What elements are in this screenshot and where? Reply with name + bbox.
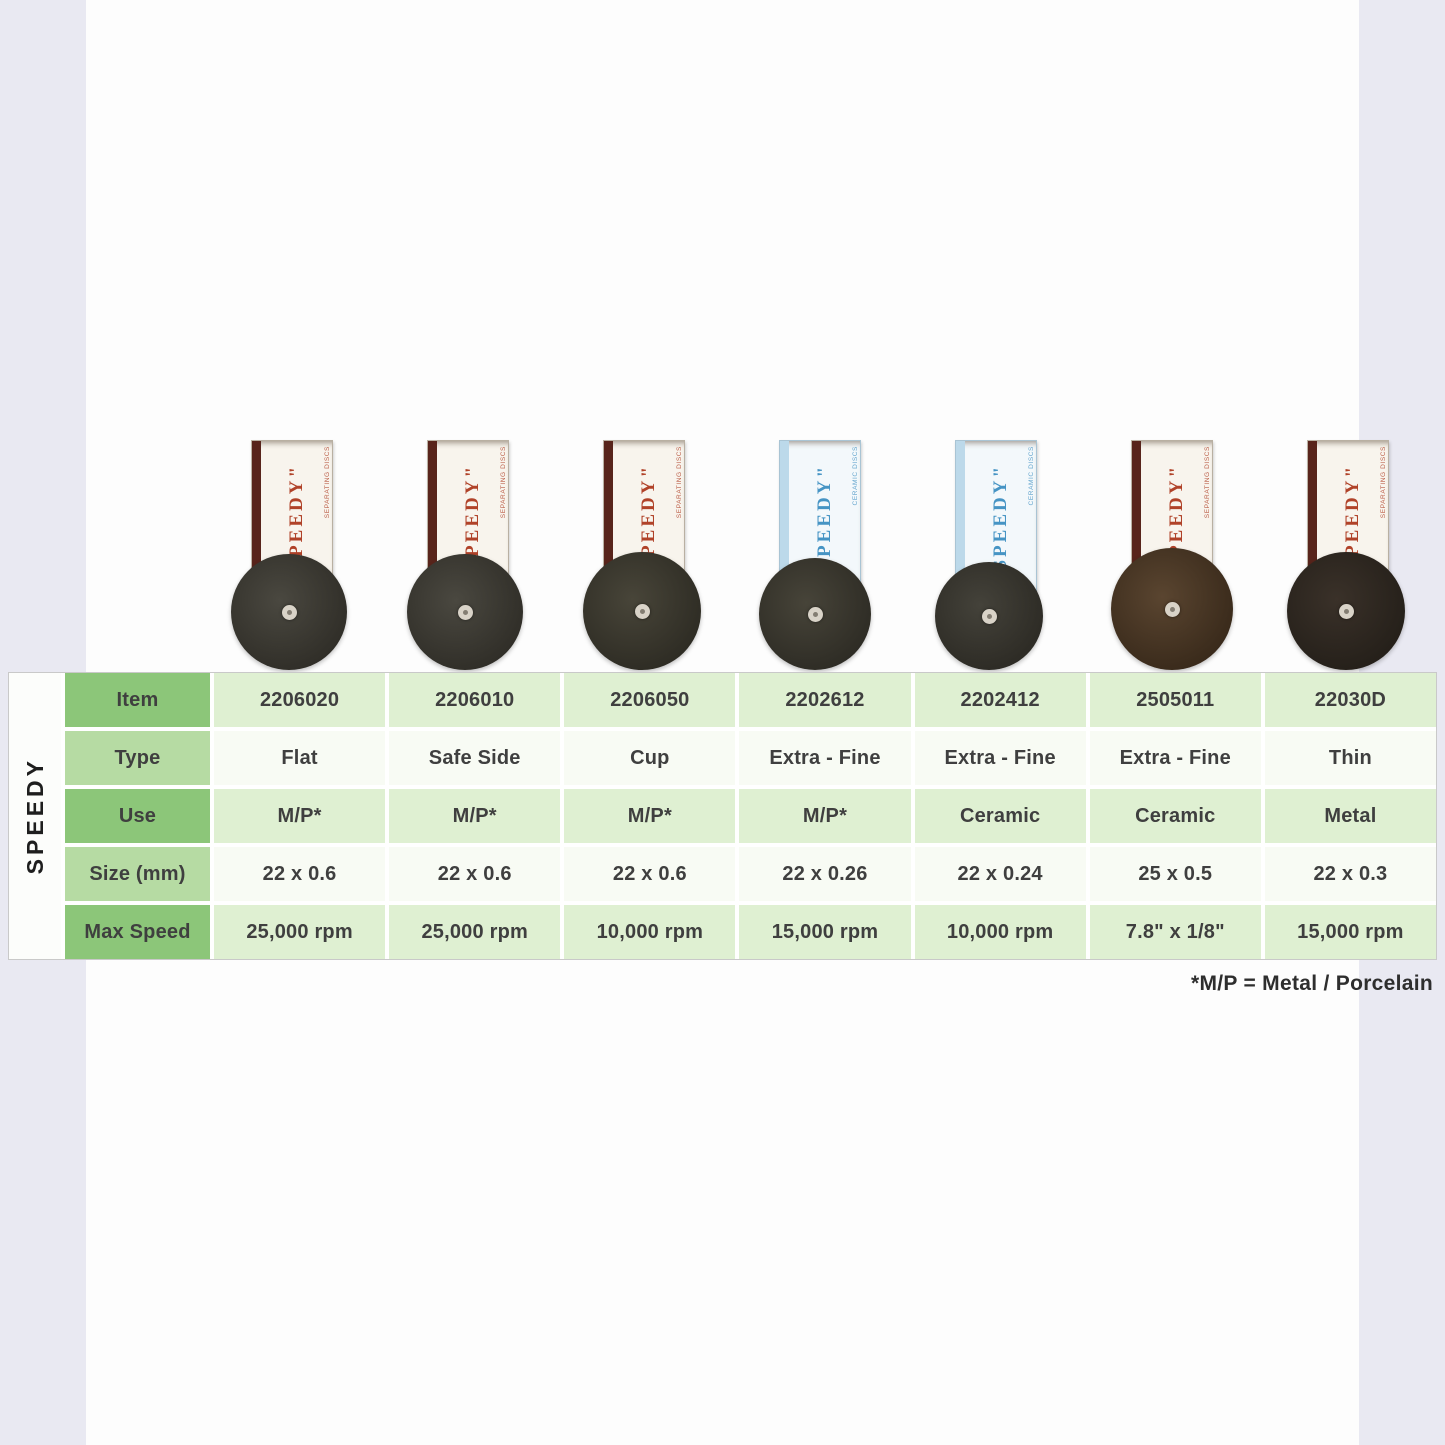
type-cell: Extra - Fine (1089, 731, 1261, 785)
footnote: *M/P = Metal / Porcelain (1191, 972, 1433, 995)
size-cell: 22 x 0.6 (389, 847, 561, 901)
separating-disc (583, 552, 701, 670)
row-label-item: Item (65, 673, 210, 727)
disc-hub (1164, 601, 1180, 617)
size-cell: 25 x 0.5 (1089, 847, 1261, 901)
box-subtitle: SEPARATING DISCS (324, 446, 331, 519)
type-cell: Extra - Fine (914, 731, 1086, 785)
series-sidebar: SPEEDY (9, 673, 61, 959)
disc-hub (457, 604, 473, 620)
row-label-max-speed: Max Speed (65, 905, 210, 959)
box-subtitle: SEPARATING DISCS (676, 446, 683, 519)
disc-hub (1338, 603, 1354, 619)
separating-disc (1111, 548, 1233, 670)
size-cell: 22 x 0.6 (564, 847, 736, 901)
separating-disc (231, 554, 347, 670)
item-cell: 2206020 (214, 673, 386, 727)
separating-disc (407, 554, 523, 670)
disc-hub (981, 608, 997, 624)
type-cell: Cup (564, 731, 736, 785)
item-cell: 2202412 (914, 673, 1086, 727)
max-speed-cell: 10,000 rpm (564, 905, 736, 959)
product-photo-2206020: SEPARATING DISCS "SPEEDY" (205, 438, 381, 672)
use-cell: Ceramic (914, 789, 1086, 843)
separating-disc (935, 562, 1043, 670)
type-cell: Extra - Fine (739, 731, 911, 785)
product-images-row: SEPARATING DISCS "SPEEDY" SEPARATING DIS… (205, 438, 1437, 672)
disc-hub (807, 606, 823, 622)
use-cell: Metal (1264, 789, 1436, 843)
box-side-strip (780, 441, 789, 607)
product-photo-2505011: SEPARATING DISCS "SPEEDY" (1085, 438, 1261, 672)
box-side-strip (956, 441, 965, 607)
max-speed-cell: 15,000 rpm (1264, 905, 1436, 959)
product-photo-2206050: SEPARATING DISCS "SPEEDY" (557, 438, 733, 672)
box-subtitle: CERAMIC DISCS (852, 446, 859, 506)
max-speed-cell: 25,000 rpm (214, 905, 386, 959)
use-cell: M/P* (564, 789, 736, 843)
size-cell: 22 x 0.24 (914, 847, 1086, 901)
item-cell: 2206050 (564, 673, 736, 727)
product-photo-22030D: SEPARATING DISCS "SPEEDY" (1261, 438, 1437, 672)
type-cell: Safe Side (389, 731, 561, 785)
size-cell: 22 x 0.3 (1264, 847, 1436, 901)
item-cell: 22030D (1264, 673, 1436, 727)
row-label-type: Type (65, 731, 210, 785)
row-label-size: Size (mm) (65, 847, 210, 901)
box-subtitle: CERAMIC DISCS (1028, 446, 1035, 506)
disc-hub (634, 603, 650, 619)
type-cell: Flat (214, 731, 386, 785)
box-subtitle: SEPARATING DISCS (1380, 446, 1387, 519)
product-photo-2206010: SEPARATING DISCS "SPEEDY" (381, 438, 557, 672)
box-side-strip (428, 441, 437, 607)
box-subtitle: SEPARATING DISCS (1204, 446, 1211, 519)
box-side-strip (1132, 441, 1141, 607)
use-cell: M/P* (389, 789, 561, 843)
box-side-strip (604, 441, 613, 607)
separating-disc (759, 558, 871, 670)
max-speed-cell: 25,000 rpm (389, 905, 561, 959)
box-subtitle: SEPARATING DISCS (500, 446, 507, 519)
max-speed-cell: 7.8" x 1/8" (1089, 905, 1261, 959)
product-photo-2202612: CERAMIC DISCS "SPEEDY" (733, 438, 909, 672)
item-cell: 2202612 (739, 673, 911, 727)
spec-table: SPEEDY Item 2206020 2206010 2206050 2202… (8, 672, 1437, 960)
size-cell: 22 x 0.6 (214, 847, 386, 901)
item-cell: 2206010 (389, 673, 561, 727)
product-photo-2202412: CERAMIC DISCS "SPEEDY" (909, 438, 1085, 672)
item-cell: 2505011 (1089, 673, 1261, 727)
disc-hub (281, 604, 297, 620)
box-side-strip (1308, 441, 1317, 607)
series-label: SPEEDY (21, 757, 48, 875)
type-cell: Thin (1264, 731, 1436, 785)
max-speed-cell: 15,000 rpm (739, 905, 911, 959)
separating-disc (1287, 552, 1405, 670)
box-side-strip (252, 441, 261, 607)
max-speed-cell: 10,000 rpm (914, 905, 1086, 959)
use-cell: M/P* (739, 789, 911, 843)
use-cell: Ceramic (1089, 789, 1261, 843)
size-cell: 22 x 0.26 (739, 847, 911, 901)
row-label-use: Use (65, 789, 210, 843)
use-cell: M/P* (214, 789, 386, 843)
